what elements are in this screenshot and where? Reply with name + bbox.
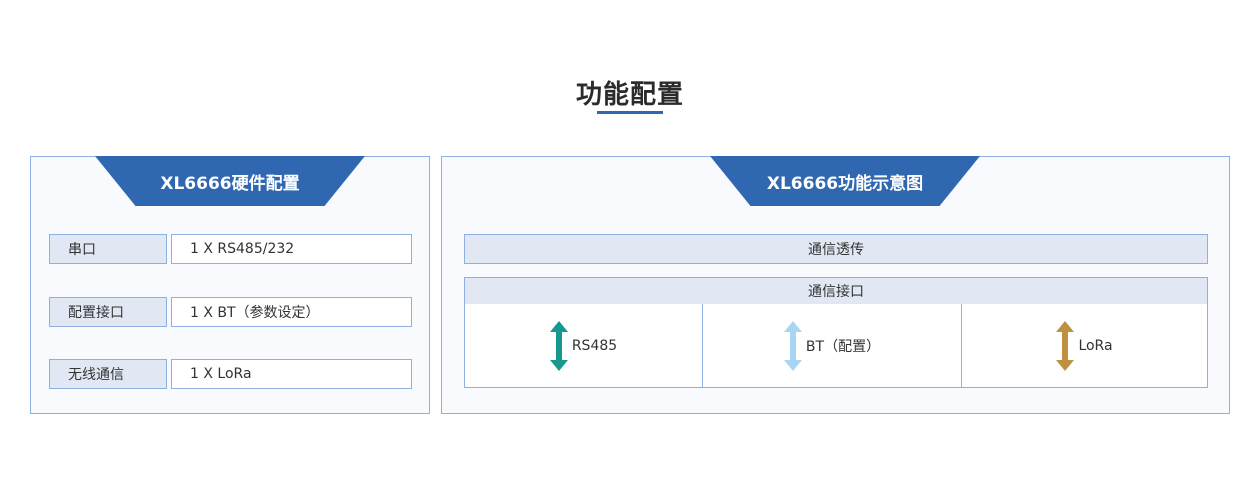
double-arrow-icon (783, 320, 802, 371)
hardware-row-label: 串口 (49, 234, 167, 264)
interface-label: RS485 (571, 337, 618, 354)
hardware-row-serial: 串口 1 X RS485/232 (49, 234, 412, 264)
double-arrow-icon (549, 320, 568, 371)
page-title: 功能配置 (575, 80, 684, 110)
hardware-config-title: XL6666硬件配置 (95, 156, 365, 206)
title-underline (597, 111, 663, 114)
interface-label: LoRa (1078, 337, 1113, 354)
hardware-row-config-interface: 配置接口 1 X BT（参数设定） (49, 297, 412, 327)
double-arrow-shape (549, 320, 568, 371)
function-diagram-title: XL6666功能示意图 (710, 156, 980, 206)
hardware-row-wireless: 无线通信 1 X LoRa (49, 359, 412, 389)
interface-grid: RS485 BT（配置） LoRa (464, 304, 1208, 388)
hardware-row-value: 1 X LoRa (171, 359, 412, 389)
interface-cell-rs485: RS485 (465, 304, 702, 387)
hardware-row-value: 1 X BT（参数设定） (171, 297, 412, 327)
hardware-row-label: 配置接口 (49, 297, 167, 327)
function-diagram-panel: XL6666功能示意图 通信透传 通信接口 RS485 BT（配置） LoRa (441, 156, 1230, 414)
transparent-transmission-bar: 通信透传 (464, 234, 1208, 264)
double-arrow-shape (783, 320, 802, 371)
hardware-row-value: 1 X RS485/232 (171, 234, 412, 264)
double-arrow-icon (1056, 320, 1075, 371)
interface-cell-bt: BT（配置） (702, 304, 961, 387)
hardware-row-label: 无线通信 (49, 359, 167, 389)
double-arrow-shape (1056, 320, 1075, 371)
hardware-config-panel: XL6666硬件配置 串口 1 X RS485/232 配置接口 1 X BT（… (30, 156, 430, 414)
interface-cell-lora: LoRa (961, 304, 1207, 387)
comm-interface-header: 通信接口 (464, 277, 1208, 305)
interface-label: BT（配置） (805, 338, 881, 355)
